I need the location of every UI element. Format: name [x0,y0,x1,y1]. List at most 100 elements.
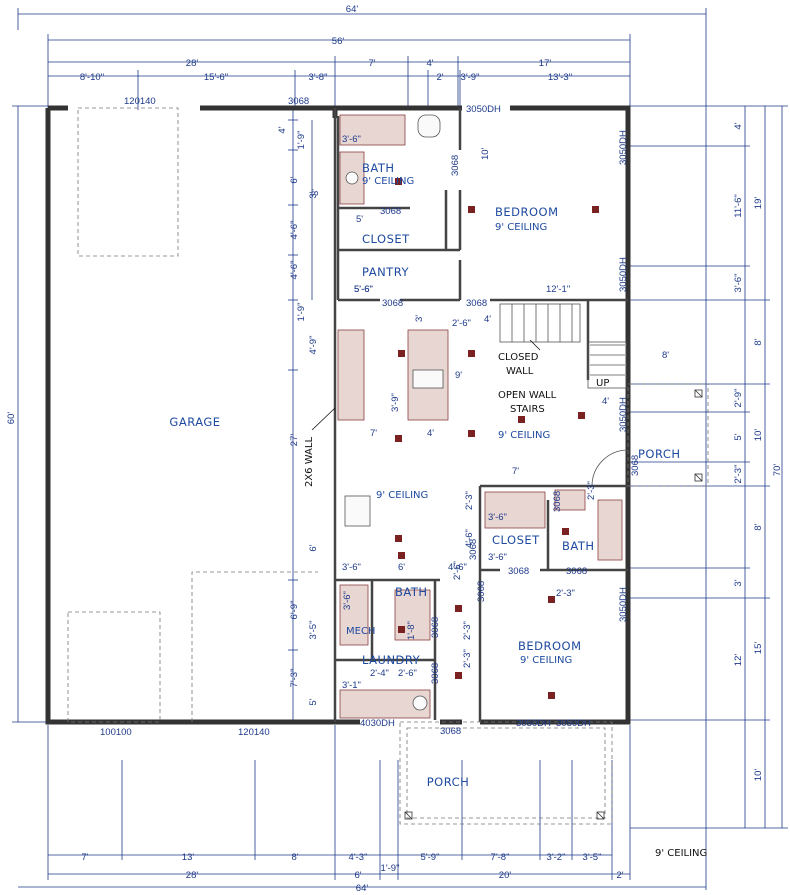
interior-walls [333,108,628,722]
dim-bot-5-9: 5'-9" [421,852,440,863]
window-front-right-2: 3050DH [556,718,591,729]
door-pantry: 3068 [382,298,403,309]
dim-bot-4-3: 4'-3" [349,852,368,863]
door-stair: 3068 [466,298,487,309]
inner-dim-28: 2'-6" [398,668,417,679]
porch-right-label: PORCH [638,447,681,461]
dim-left-1-9b: 1'-9" [296,303,307,322]
laundry-label: LAUNDRY [362,653,421,667]
kitchen-ceiling: 9' CEILING [376,490,428,501]
inner-dim-19: 4'-6" [448,562,467,573]
dim-top-7: 7' [368,58,375,69]
inner-dim-23: 2'-6" [452,561,463,580]
inner-dim-6: 5'-6" [354,284,373,295]
top-dimensions: 64' 56' 28' 7' 4' 17' 8'-10" 15'-6" 3'-8… [17,4,707,890]
dim-right-3: 3' [733,579,744,586]
bath-mid-label: BATH [562,539,595,553]
inner-dim-8: 2'-6" [452,318,471,329]
dim-bot-7: 7' [81,852,88,863]
dim-right-4: 4' [733,122,744,129]
room-labels: GARAGE BATH 9' CEILING CLOSET PANTRY BED… [169,161,707,859]
inner-dim-13: 4' [427,428,434,439]
dim-right-2-9: 2'-9" [733,389,744,408]
inner-dim-16: 7' [512,466,519,477]
window-front-left: 4030DH [360,718,395,729]
dim-left-4-6a: 4'-6" [289,221,300,240]
opening-codes: 120140 3068 3050DH 3050DH 3050DH 3050DH … [100,96,641,738]
window-top-right: 3050DH [466,104,501,115]
living-ceiling: 9' CEILING [498,430,550,441]
dim-bot-13: 13' [182,852,195,863]
dim-bot-overall: 64' [356,883,369,894]
dim-left-7-3: 7'-3" [289,669,300,688]
outside-ceiling: 9' CEILING [655,848,707,859]
window-front-right: 3050DH [516,718,551,729]
inner-dimensions: 3'-6" 5'-6" 3' 5' 10' 12'-1" 5'-6" 3' 2'… [310,134,669,691]
dim-bot-3-2: 3'-2" [547,852,566,863]
closed-wall-label-1: CLOSED [498,352,539,363]
dim-top-2: 2' [436,72,443,83]
door-bath-mid-2: 3068 [468,539,479,560]
dim-right-12: 12' [733,654,744,667]
dim-left-6-9: 6'-9" [289,601,300,620]
window-right-4: 3050DH [618,587,629,622]
dim-top-13-3: 13'-3" [548,72,572,83]
dim-top-overall: 64' [346,4,359,15]
bath-top-label: BATH [362,161,395,175]
mech-label: MECH [346,626,375,637]
door-bath-mid-3: 3068 [508,566,529,577]
inner-dim-14: 8' [662,350,669,361]
inner-dim-20: 2'-3" [556,588,575,599]
garage-label: GARAGE [169,415,220,429]
porch-posts [404,389,703,820]
closed-wall-label-2: WALL [506,366,534,377]
dim-right-11-6: 11'-6" [733,194,744,218]
inner-dim-0: 3'-6" [342,134,361,145]
inner-dim-7: 3' [414,315,425,322]
inner-dim-21: 3'-6" [488,512,507,523]
door-laundry: 3068 [476,581,487,602]
porches [399,383,709,825]
dim-top-28: 28' [186,58,199,69]
dim-right-2-3: 2'-3" [733,465,744,484]
window-right-1: 3050DH [618,130,629,165]
dim-right-19: 19' [753,197,764,210]
dim-left-4-6b: 4'-6" [289,261,300,280]
garage-door-left: 100100 [100,727,132,738]
dim-bot-3-5: 3'-5" [583,852,602,863]
inner-dim-5: 12'-1" [546,284,570,295]
inner-dim-12: 7' [370,428,377,439]
open-wall-label-2: STAIRS [510,404,545,415]
inner-dim-1: 5'-6" [354,284,373,295]
dim-bot-20: 20' [499,870,512,881]
inner-dim-4: 10' [480,147,491,160]
inner-dim-10: 9' [455,370,462,381]
inner-dim-32: 3'-6" [342,591,353,610]
dim-left-overall: 60' [6,412,17,425]
inner-dim-33: 2'-3" [586,481,597,500]
dim-top-17: 17' [539,58,552,69]
garage-door-right: 120140 [238,727,270,738]
bath-low-label: BATH [395,585,428,599]
door-bed-low: 3068 [430,663,441,684]
door-bath-top: 3068 [450,155,461,176]
bedroom-low-ceiling: 9' CEILING [520,655,572,666]
inner-dim-17: 3'-6" [342,562,361,573]
dim-left-1-9a: 1'-9" [296,131,307,150]
left-dimensions: 60' 4' 1'-9" 6' 3' 4'-6" 4'-6" 1'-9" 4'-… [6,105,319,723]
dim-right-15: 15' [753,642,764,655]
inner-dim-27: 2'-4" [370,668,389,679]
stairs: UP [499,303,627,389]
porch-front-label: PORCH [427,775,470,789]
door-bath-mid-4: 3068 [566,566,587,577]
dim-top-row2: 56' [332,36,345,47]
dim-left-3-5: 3'-5" [308,621,319,640]
ceiling-fixtures [395,178,599,699]
bath-top-ceiling: 9' CEILING [362,176,414,187]
inner-dim-3: 5' [356,214,363,225]
inner-dim-25: 1'-8" [406,621,417,640]
dim-left-3: 3' [308,191,319,198]
dim-left-6: 6' [289,176,300,183]
dim-right-3-6: 3'-6" [733,274,744,293]
